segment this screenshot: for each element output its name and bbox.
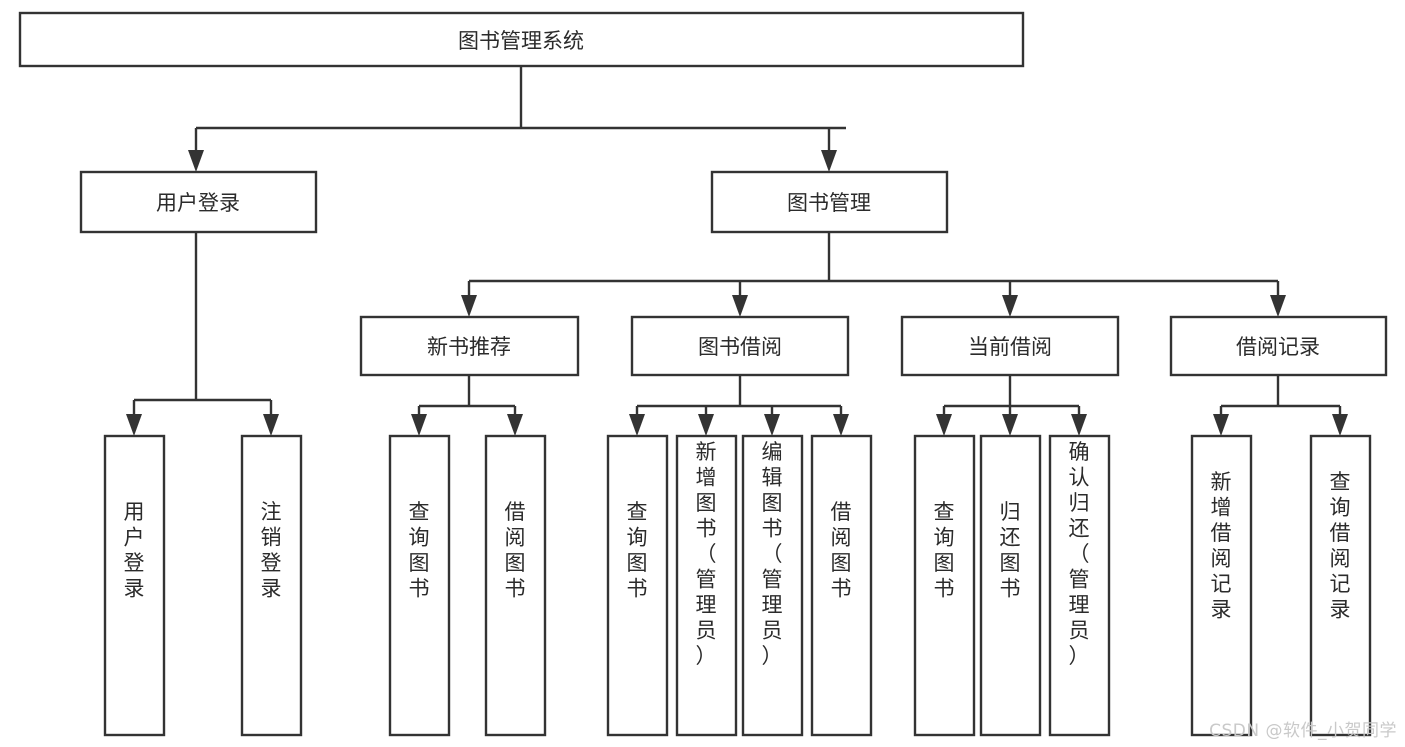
node-leaf-query-book-3-box[interactable] [913,434,976,737]
node-book-borrow[interactable]: 图书借阅 [630,315,850,377]
arrow-head-leaf-borrow-book-1 [507,414,523,436]
csdn-watermark: CSDN @软件_小贺同学 [1209,721,1397,741]
arrow-head-leaf-borrow-book-2 [833,414,849,436]
node-current-borrow-label: 当前借阅 [968,335,1052,359]
node-leaf-borrow-book-1[interactable]: 借阅图书 [484,434,547,737]
node-leaf-confirm-return[interactable]: 确认归还（管理员） [1048,434,1111,737]
node-root[interactable]: 图书管理系统 [18,11,1025,68]
node-leaf-add-book[interactable]: 新增图书（管理员） [675,434,738,737]
node-leaf-add-book-box[interactable] [675,434,738,737]
arrow-head-leaf-logout [263,414,279,436]
node-root-box[interactable] [18,11,1025,68]
arrow-head-book-borrow [732,295,748,317]
node-leaf-borrow-book-2[interactable]: 借阅图书 [810,434,873,737]
node-leaf-confirm-return-label: 确认归还（管理员） [1069,440,1090,668]
arrow-head-new-book-rec [461,295,477,317]
edge-root-to-level2 [194,66,846,152]
arrow-head-book-manage [821,150,837,172]
node-borrow-record-box[interactable] [1169,315,1388,377]
node-borrow-record[interactable]: 借阅记录 [1169,315,1388,377]
connectors-new-book-rec-to-leaves [411,375,523,436]
node-leaf-borrow-book-2-box[interactable] [810,434,873,737]
node-current-borrow-box[interactable] [900,315,1120,377]
edge-book-borrow-to-leaves [635,375,843,416]
node-leaf-add-record-label: 新增借阅记录 [1211,470,1232,622]
connectors-user-login-to-leaves [126,232,279,436]
node-new-book-rec-box[interactable] [359,315,580,377]
node-leaf-user-login-label: 用户登录 [124,500,145,601]
node-leaf-user-login-box[interactable] [103,434,166,737]
node-leaf-edit-book-box[interactable] [741,434,804,737]
node-leaf-logout-box[interactable] [240,434,303,737]
node-current-borrow[interactable]: 当前借阅 [900,315,1120,377]
node-new-book-rec[interactable]: 新书推荐 [359,315,580,377]
node-book-manage-box[interactable] [710,170,949,234]
edge-new-book-rec-to-leaves [417,375,517,416]
arrow-head-user-login [188,150,204,172]
node-root-label: 图书管理系统 [458,29,584,53]
node-user-login-label: 用户登录 [156,191,240,215]
arrow-head-leaf-query-book-1 [411,414,427,436]
node-leaf-add-record[interactable]: 新增借阅记录 [1190,434,1253,737]
node-leaf-query-book-1-box[interactable] [388,434,451,737]
node-leaf-borrow-book-2-label: 借阅图书 [831,500,852,601]
node-user-login[interactable]: 用户登录 [79,170,318,234]
node-borrow-record-label: 借阅记录 [1236,335,1320,359]
connectors-current-borrow-to-leaves [936,375,1087,436]
arrow-head-leaf-confirm-return [1071,414,1087,436]
node-new-book-rec-label: 新书推荐 [427,335,511,359]
arrow-head-leaf-edit-book [764,414,780,436]
arrow-head-leaf-query-book-3 [936,414,952,436]
node-leaf-query-book-1-label: 查询图书 [409,500,430,601]
connectors-book-manage-to-level3 [461,232,1286,317]
node-leaf-query-book-3[interactable]: 查询图书 [913,434,976,737]
arrow-head-current-borrow [1002,295,1018,317]
node-leaf-query-book-1[interactable]: 查询图书 [388,434,451,737]
node-book-manage-label: 图书管理 [787,191,871,215]
node-leaf-user-login[interactable]: 用户登录 [103,434,166,737]
arrow-head-leaf-add-record [1213,414,1229,436]
node-leaf-query-record-label: 查询借阅记录 [1330,470,1351,622]
node-book-manage[interactable]: 图书管理 [710,170,949,234]
connectors-borrow-record-to-leaves [1213,375,1348,436]
node-leaf-query-book-3-label: 查询图书 [934,500,955,601]
node-leaf-edit-book[interactable]: 编辑图书（管理员） [741,434,804,737]
edge-current-borrow-to-leaves [942,375,1081,416]
edge-borrow-record-to-leaves [1219,375,1342,416]
node-user-login-box[interactable] [79,170,318,234]
node-leaf-query-book-2-box[interactable] [606,434,669,737]
node-book-borrow-label: 图书借阅 [698,335,782,359]
node-leaf-query-book-2[interactable]: 查询图书 [606,434,669,737]
node-leaf-return-book[interactable]: 归还图书 [979,434,1042,737]
node-leaf-logout[interactable]: 注销登录 [240,434,303,737]
node-leaf-borrow-book-1-box[interactable] [484,434,547,737]
arrow-head-leaf-return-book [1002,414,1018,436]
node-leaf-borrow-book-1-label: 借阅图书 [505,500,526,601]
node-leaf-add-record-box[interactable] [1190,434,1253,737]
node-leaf-edit-book-label: 编辑图书（管理员） [762,440,783,668]
node-leaf-query-record[interactable]: 查询借阅记录 [1309,434,1372,737]
edge-book-manage-to-level3 [467,232,1280,297]
connectors-root-to-level2 [188,66,846,172]
node-leaf-query-book-2-label: 查询图书 [627,500,648,601]
arrow-head-leaf-add-book [698,414,714,436]
arrow-head-leaf-user-login [126,414,142,436]
arrow-head-leaf-query-record [1332,414,1348,436]
node-leaf-confirm-return-box[interactable] [1048,434,1111,737]
edge-user-login-to-leaves [132,232,273,416]
arrow-head-borrow-record [1270,295,1286,317]
node-leaf-return-book-box[interactable] [979,434,1042,737]
node-leaf-query-record-box[interactable] [1309,434,1372,737]
connectors-book-borrow-to-leaves [629,375,849,436]
node-leaf-return-book-label: 归还图书 [1000,500,1021,601]
node-leaf-add-book-label: 新增图书（管理员） [696,440,717,668]
node-leaf-logout-label: 注销登录 [261,500,282,601]
node-book-borrow-box[interactable] [630,315,850,377]
arrow-head-leaf-query-book-2 [629,414,645,436]
